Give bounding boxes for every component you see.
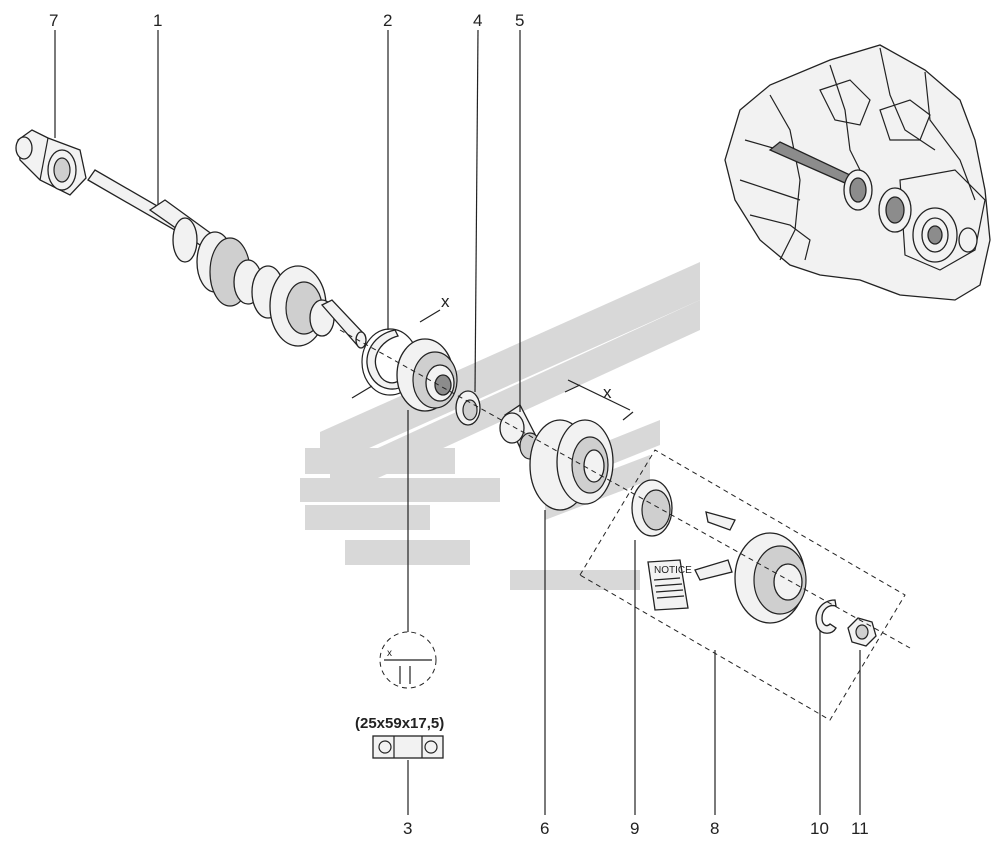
part-9-synchro-ring: [631, 479, 673, 537]
part-8-synchronizer-kit: NOTICE: [579, 449, 906, 721]
part-1-main-shaft: [87, 169, 367, 349]
callout-5: 5: [515, 11, 524, 30]
dimension-x-label-gear: x: [603, 383, 612, 402]
part-10-circlip: [815, 599, 837, 634]
callout-6: 6: [540, 819, 549, 838]
dimension-x-label-upper: x: [441, 292, 450, 311]
part-6-gear: [529, 419, 614, 511]
bearing-detail-x-label: x: [387, 648, 392, 659]
callout-3: 3: [403, 819, 412, 838]
callout-numbers: 7 1 2 4 5 3 6 9 8 10 11: [49, 11, 869, 838]
transmission-housing-illustration: [724, 44, 991, 301]
callout-11: 11: [851, 819, 869, 838]
callout-4: 4: [473, 11, 482, 30]
bearing-detail: x (25x59x17,5): [355, 410, 444, 759]
notice-leaflet: NOTICE: [647, 559, 692, 611]
callout-2: 2: [383, 11, 392, 30]
part-11-nut: [847, 617, 877, 647]
dimension-x-upper: x: [351, 292, 450, 399]
callout-8: 8: [710, 819, 719, 838]
callout-1: 1: [153, 11, 162, 30]
part-7-sleeve: [15, 129, 87, 196]
callout-10: 10: [810, 819, 829, 838]
notice-label: NOTICE: [654, 565, 692, 576]
bearing-spec-label: (25x59x17,5): [355, 715, 444, 732]
part-4-washer: [455, 390, 481, 426]
dimension-x-gear: x: [564, 379, 634, 421]
housing-shaft: [768, 141, 978, 263]
callout-7: 7: [49, 11, 58, 30]
callout-9: 9: [630, 819, 639, 838]
leader-lines: [54, 29, 861, 815]
part-3-ball-bearing: [396, 338, 458, 412]
